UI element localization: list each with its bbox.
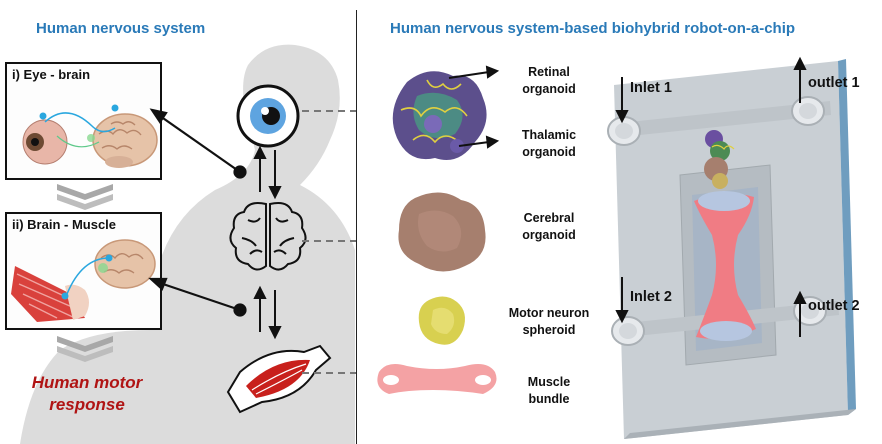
organoid-illustrations xyxy=(377,65,500,394)
motor-response-line1: Human motor xyxy=(31,373,143,392)
down-chevrons-1 xyxy=(57,184,113,210)
divider-line xyxy=(356,10,357,444)
thalamic-label-line2: organoid xyxy=(522,145,576,159)
inlet1-arrow xyxy=(615,77,629,124)
panel-eye-brain: i) Eye - brain xyxy=(5,62,162,180)
retinal-label-line2: organoid xyxy=(522,82,576,96)
motor-response-line2: response xyxy=(49,395,125,414)
inlet2-port xyxy=(611,316,645,346)
eye-icon xyxy=(236,84,300,148)
retinal-pointer-arrow xyxy=(448,65,500,79)
dashed-arrow-muscle xyxy=(302,372,356,374)
outlet1-port xyxy=(791,96,825,126)
muscle-bundle xyxy=(377,364,497,394)
connector-arrow-eye xyxy=(149,108,247,179)
motor-neuron-spheroid-label: Motor neuron spheroid xyxy=(494,305,604,339)
retinal-thalamic-organoid xyxy=(392,71,487,160)
motor-response-text: Human motor response xyxy=(14,372,160,416)
inlet1-port xyxy=(607,116,641,146)
double-arrow-2-icon xyxy=(253,285,282,340)
inlet1-label: Inlet 1 xyxy=(630,80,672,96)
motor-neuron-label-line2: spheroid xyxy=(522,323,576,337)
motor-neuron-spheroid xyxy=(418,296,465,345)
outlet2-label: outlet 2 xyxy=(808,298,860,314)
thalamic-pointer-arrow xyxy=(458,135,500,149)
panel-brain-muscle-label: ii) Brain - Muscle xyxy=(12,217,117,232)
cerebral-organoid xyxy=(398,192,486,272)
cerebral-label-line1: Cerebral xyxy=(523,211,575,225)
cerebral-label-line2: organoid xyxy=(522,228,576,242)
panel-brain-muscle: ii) Brain - Muscle xyxy=(5,212,162,330)
eye-brain-illustration xyxy=(22,104,158,168)
icon-column xyxy=(148,84,356,414)
retinal-organoid-label: Retinal organoid xyxy=(494,64,604,98)
inlet2-label: Inlet 2 xyxy=(630,289,672,305)
brain-muscle-illustration xyxy=(11,239,156,322)
motor-neuron-label-line1: Motor neuron xyxy=(508,306,590,320)
down-chevrons-2 xyxy=(57,336,113,362)
outlet1-arrow xyxy=(793,56,807,103)
thalamic-label-line1: Thalamic xyxy=(521,128,577,142)
thalamic-organoid-label: Thalamic organoid xyxy=(494,127,604,161)
panel-eye-brain-label: i) Eye - brain xyxy=(12,67,91,82)
muscle-label-line1: Muscle xyxy=(527,375,571,389)
cerebral-organoid-label: Cerebral organoid xyxy=(494,210,604,244)
dashed-arrow-eye xyxy=(302,110,356,112)
robot-chip xyxy=(607,56,856,439)
muscle-icon xyxy=(226,344,332,414)
inlet2-arrow xyxy=(615,277,629,324)
retinal-label-line1: Retinal xyxy=(528,65,570,79)
outlet1-label: outlet 1 xyxy=(808,75,860,91)
muscle-bundle-label: Muscle bundle xyxy=(494,374,604,408)
double-arrow-1-icon xyxy=(253,145,282,200)
dashed-arrow-brain xyxy=(302,240,356,242)
brain-icon xyxy=(229,202,307,271)
human-silhouette xyxy=(20,44,355,444)
muscle-label-line2: bundle xyxy=(528,392,570,406)
outlet2-arrow xyxy=(793,290,807,337)
right-title: Human nervous system-based biohybrid rob… xyxy=(390,20,796,37)
connector-arrow-brain xyxy=(148,277,247,317)
left-title: Human nervous system xyxy=(36,20,206,37)
